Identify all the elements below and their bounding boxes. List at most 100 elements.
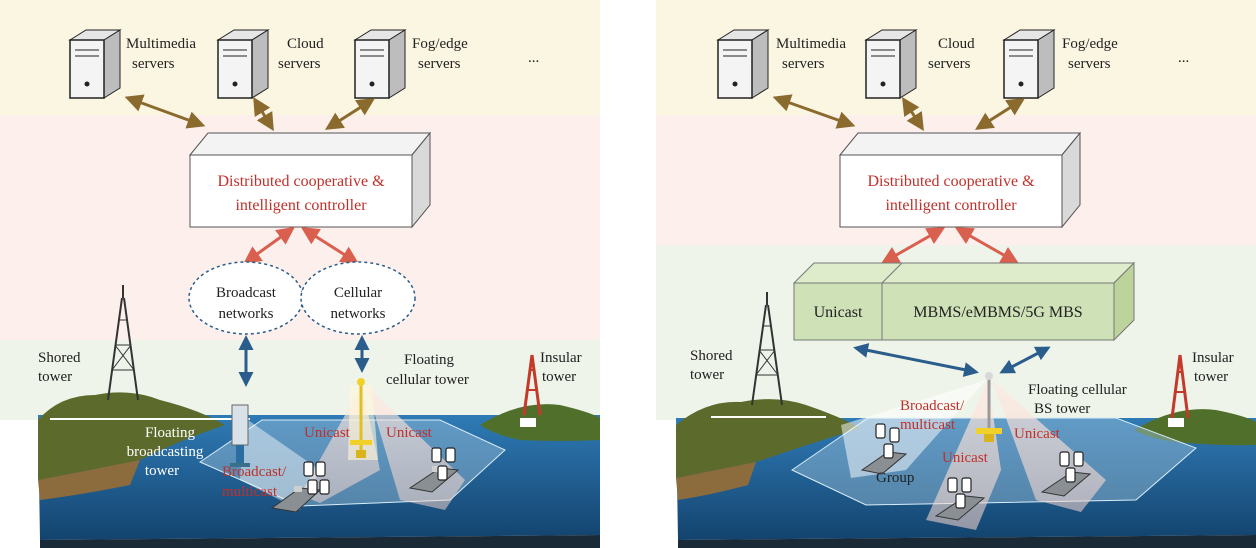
left-panel: Multimedia servers Cloud servers Fog/edg… [0,0,600,548]
unicast-label-1: Unicast [304,425,351,441]
unicast-label-2: Unicast [942,450,989,466]
floating-bs-label-2: BS tower [1034,401,1090,417]
multimedia-server-icon [716,29,770,99]
broadcast-multicast-label-2: multicast [222,484,278,500]
server-arrow-3 [324,98,376,130]
group-label: Group [876,470,914,486]
controller-box [838,131,1082,229]
ship-icon [860,451,908,475]
shore-island [676,399,861,478]
broadcast-multicast-label-2: multicast [900,417,956,433]
phone-icon [889,427,900,443]
floating-broadcasting-label-1: Floating [145,425,196,441]
insular-tower-label-1: Insular [1192,350,1234,366]
right-diagram: Multimedia servers Cloud servers Fog/edg… [656,0,1256,548]
phone-icon [947,477,958,493]
phone-icon [955,493,966,509]
controller-label-1: Distributed cooperative & [867,173,1035,190]
cellular-network-ellipse [300,261,416,335]
controller-arrow-cellular [300,227,360,264]
shore-cliff [38,460,140,500]
fog-edge-server-icon [353,29,407,99]
cloud-server-icon [216,29,270,99]
phone-icon [961,477,972,493]
broadcast-multicast-label-1: Broadcast/ [900,398,965,414]
insular-island [480,404,600,441]
more-servers-ellipsis: ... [1178,50,1189,66]
mbms-box [881,282,1115,341]
floating-cellular-label-1: Floating [404,352,455,368]
sea-base [678,535,1256,548]
fog-edge-server-icon [1002,29,1056,99]
insular-tower-label-2: tower [542,369,576,385]
cloud-server-icon [864,29,918,99]
shore-island [38,392,225,480]
cloud-label-1: Cloud [938,36,975,52]
multimedia-label-2: servers [782,56,825,72]
cellular-net-label-2: networks [331,306,386,322]
cloud-label-2: servers [928,56,971,72]
server-arrow-3 [974,98,1026,130]
server-arrow-1 [772,94,856,129]
shored-tower-icon [107,285,139,401]
phone-icon [883,443,894,459]
floating-bs-tower-icon [976,372,1002,442]
mbms-link-arrow [999,346,1051,374]
floating-broadcasting-label-3: tower [145,463,179,479]
group-beam [841,380,986,478]
broadcast-multicast-label-1: Broadcast/ [222,464,287,480]
broadcast-net-label-1: Broadcast [216,285,277,301]
broadcast-net-label-2: networks [219,306,274,322]
floating-cellular-label-2: cellular tower [386,372,469,388]
floating-bs-label-1: Floating cellular [1028,382,1127,398]
multimedia-label-1: Multimedia [776,36,846,52]
phone-icon [1059,451,1070,467]
phone-icon [315,461,326,477]
fog-label-2: servers [1068,56,1111,72]
shored-tower-label-2: tower [38,369,72,385]
floating-cellular-tower-icon [350,378,372,458]
ship-icon [1040,471,1092,497]
cellular-net-label-1: Cellular [334,285,382,301]
cloud-label-2: servers [278,56,321,72]
phone-icon [875,423,886,439]
right-panel: Multimedia servers Cloud servers Fog/edg… [656,0,1256,548]
phone-icon [437,465,448,481]
insular-tower-icon [520,354,542,427]
unicast-beam-1 [926,380,1001,530]
controller-arrow-broadcast [243,226,295,265]
shored-tower-label-1: Shored [690,348,733,364]
unicast-label-1: Unicast [1014,426,1061,442]
controller-label-2: intelligent controller [235,197,367,214]
phone-icon [445,447,456,463]
insular-tower-label-2: tower [1194,369,1228,385]
multimedia-label-1: Multimedia [126,36,196,52]
insular-tower-label-1: Insular [540,350,582,366]
cloud-label-1: Cloud [287,36,324,52]
unicast-box-label: Unicast [814,304,863,321]
phone-icon [303,461,314,477]
phone-icon [319,479,330,495]
controller-box [188,131,432,229]
multimedia-server-icon [68,29,122,99]
controller-arrow-mbms [954,227,1020,264]
controller-arrow-unicast [880,227,946,264]
floating-broadcasting-tower-icon [230,404,250,467]
unicast-label-2: Unicast [386,425,433,441]
server-arrow-2 [902,96,924,132]
shore-cliff [676,462,756,500]
controller-label-2: intelligent controller [885,197,1017,214]
fog-label-1: Fog/edge [1062,36,1118,52]
mbms-box-label: MBMS/eMBMS/5G MBS [913,304,1082,321]
more-servers-ellipsis: ... [528,50,539,66]
server-arrow-2 [253,96,274,132]
controller-label-1: Distributed cooperative & [217,173,385,190]
sea-base [40,535,600,548]
phone-icon [1073,451,1084,467]
insular-tower-icon [1168,354,1190,427]
unicast-box [793,282,883,341]
phone-icon [431,447,442,463]
multimedia-label-2: servers [132,56,175,72]
unicast-link-arrow [853,342,979,378]
phone-icon [1065,467,1076,483]
